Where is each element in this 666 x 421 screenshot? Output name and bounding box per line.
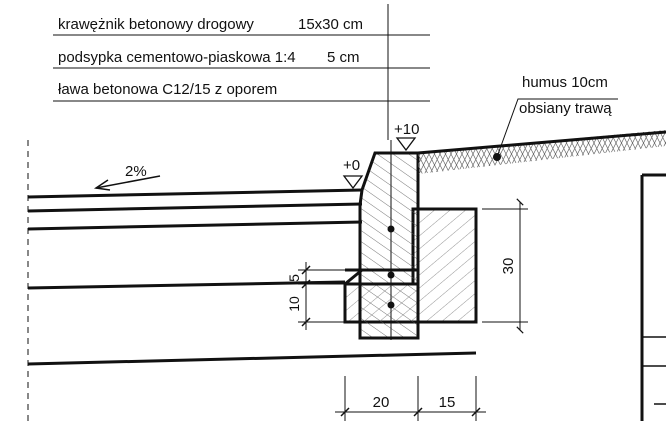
dim-20-label: 20 (373, 394, 390, 411)
dim-10-label: 10 (286, 296, 302, 312)
slope-indicator: 2% (93, 163, 161, 191)
terrain-line (417, 130, 666, 155)
adjacent-structure (640, 173, 666, 421)
road-layer-line-3 (27, 220, 363, 231)
legend-material-3: ława betonowa C12/15 z oporem (58, 81, 277, 98)
dimension-sand-layer: 5 10 (286, 262, 345, 330)
road-layer-line-4 (27, 280, 346, 290)
legend-size-1: 15x30 cm (298, 16, 363, 33)
dimension-bed-height: 30 (482, 198, 528, 334)
level-top-label: +10 (394, 121, 419, 138)
dim-tick-2 (301, 279, 311, 289)
legend-size-2: 5 cm (327, 49, 360, 66)
dim-30-label: 30 (500, 258, 517, 275)
material-legend: krawężnik betonowy drogowy 15x30 cm pods… (53, 4, 430, 140)
dim-bottom-tick-2 (413, 407, 423, 417)
dim-5-label: 5 (286, 274, 302, 282)
grass-slope: humus 10cm obsiany trawą (417, 74, 666, 174)
humus-label: humus 10cm (522, 74, 608, 91)
grass-label: obsiany trawą (519, 100, 612, 117)
dim-15-label: 15 (439, 394, 456, 411)
humus-leader-line (496, 98, 618, 158)
legend-material-1: krawężnik betonowy drogowy (58, 16, 254, 33)
level-marker-top: +10 (394, 121, 419, 154)
curb-axis-point-1 (387, 225, 395, 233)
dim-tick-1 (301, 265, 311, 275)
legend-material-2: podsypka cementowo-piaskowa 1:4 (58, 49, 296, 66)
bench-step-edge (344, 268, 363, 286)
level-road-triangle (342, 175, 364, 190)
level-road-label: +0 (343, 157, 360, 174)
road-base-line (27, 351, 477, 366)
curb-axis-point-2 (387, 271, 395, 279)
concrete-curb (358, 151, 420, 340)
slope-arrow-head (93, 179, 111, 191)
humus-layer (418, 130, 666, 174)
slope-arrow-line (95, 175, 161, 189)
slope-label: 2% (125, 163, 147, 180)
dim-tick-3 (301, 317, 311, 327)
level-marker-road: +0 (342, 157, 364, 190)
dim-bottom-tick-1 (340, 407, 350, 417)
pavement-layers (27, 188, 477, 366)
level-top-triangle (395, 137, 417, 152)
dimension-widths: 20 15 (335, 376, 486, 421)
road-layer-line-2 (27, 202, 363, 213)
curb-axis-point-3 (387, 301, 395, 309)
dim-bottom-tick-3 (471, 407, 481, 417)
road-surface-line (27, 188, 363, 199)
